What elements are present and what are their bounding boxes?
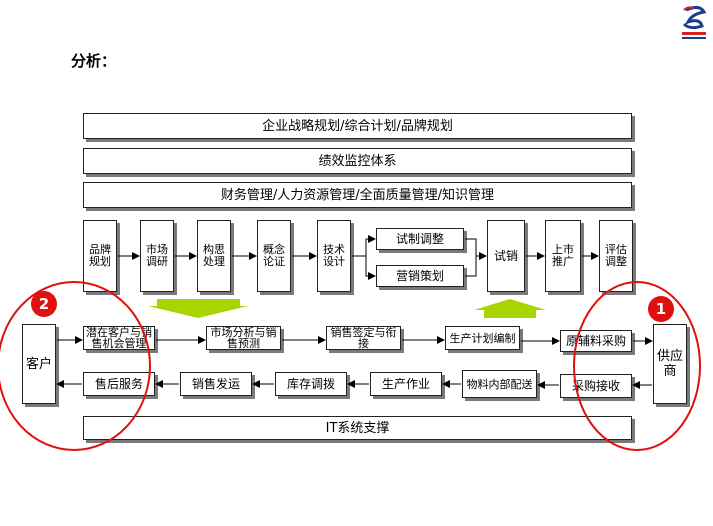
badge-supplier: 1 [648,296,674,322]
company-logo [682,5,707,39]
return-after-sales: 售后服务 [83,372,155,396]
forward-production-plan: 生产计划编制 [445,326,520,350]
return-production-operation: 生产作业 [370,372,442,396]
flow-market-research: 市场调研 [140,220,174,292]
arrow-merge [465,238,477,277]
badge-customer: 2 [31,291,57,317]
green-arrow-down [148,299,248,318]
forward-sales-contract: 销售签定与衔接 [326,326,401,350]
flow-concept-validation: 概念论证 [257,220,291,292]
page-title: 分析： [71,52,117,70]
flow-brand-planning: 品牌规划 [83,220,117,292]
supplier-highlight-circle [573,281,701,451]
flow-trial-sales: 试销 [487,220,525,292]
return-inventory-transfer: 库存调拨 [275,372,347,396]
forward-market-forecast: 市场分析与销售预测 [206,326,281,350]
performance-layer: 绩效监控体系 [83,148,632,174]
flow-trial-adjustment: 试制调整 [376,228,464,250]
it-support-layer: IT系统支撑 [83,416,632,440]
flow-technical-design: 技术设计 [317,220,351,292]
flow-marketing-planning: 营销策划 [376,265,464,287]
green-arrow-up [474,299,546,318]
arrow-5b [365,256,376,280]
arrow-5a [352,235,376,257]
flow-market-launch: 上市推广 [545,220,581,292]
management-layer: 财务管理/人力资源管理/全面质量管理/知识管理 [83,182,632,208]
flow-evaluation-adjustment: 评估调整 [599,220,633,292]
supplier-box: 供应商 [653,324,687,404]
strategy-layer: 企业战略规划/综合计划/品牌规划 [83,113,632,139]
return-purchase-receipt: 采购接收 [560,374,632,398]
return-sales-shipping: 销售发运 [180,372,252,396]
customer-highlight-circle [0,281,151,451]
flow-concept-processing: 构思处理 [197,220,231,292]
return-internal-distribution: 物料内部配送 [462,370,537,398]
customer-box: 客户 [22,324,56,404]
